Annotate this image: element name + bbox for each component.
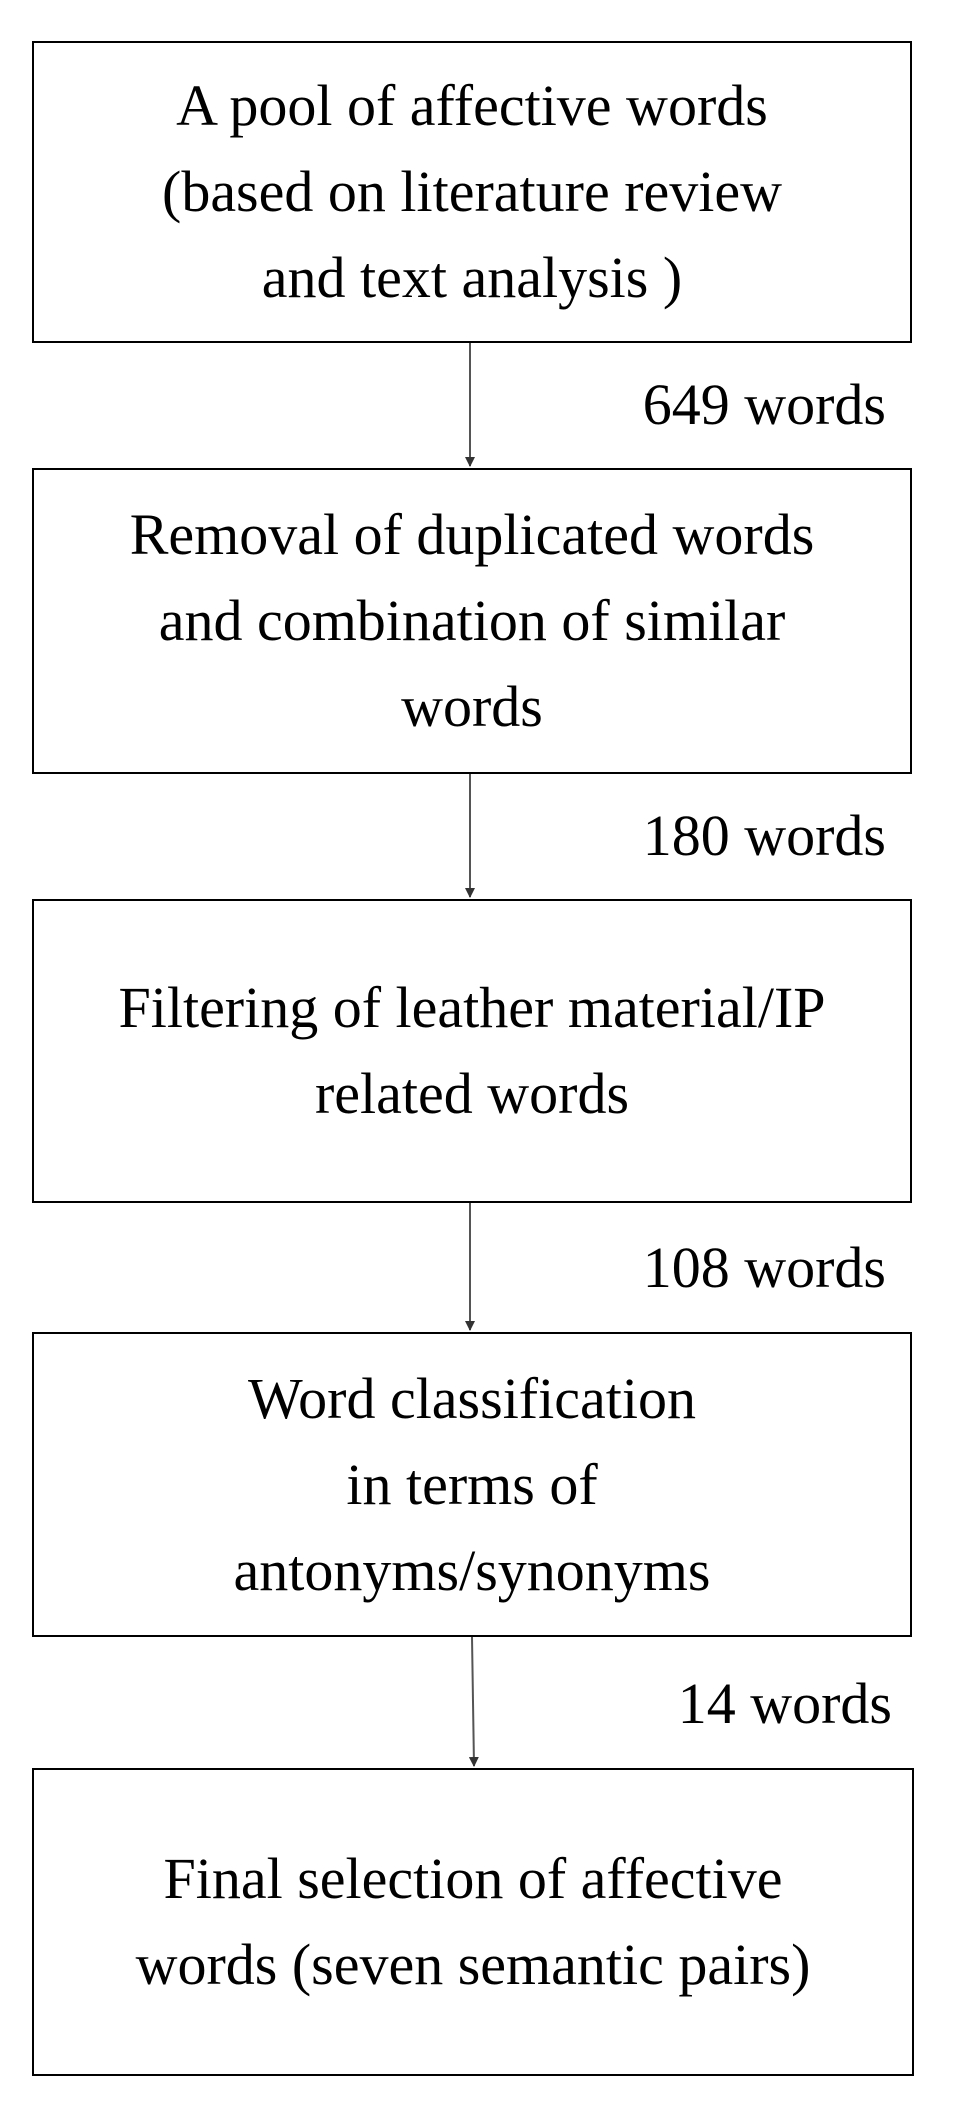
step-label-3: Filtering of leather material/IP related…: [118, 975, 826, 1126]
step-box-3: Filtering of leather material/IP related…: [32, 899, 912, 1203]
step-box-1: A pool of affective words (based on lite…: [32, 41, 912, 343]
step-label-1: A pool of affective words (based on lite…: [162, 73, 782, 310]
step-box-5: Final selection of affective words (seve…: [32, 1768, 914, 2076]
step-box-2: Removal of duplicated words and combinat…: [32, 468, 912, 774]
step-label-4: Word classification in terms of antonyms…: [233, 1365, 711, 1603]
arrow-4: [468, 1636, 479, 1767]
step-label-5: Final selection of affective words (seve…: [135, 1846, 811, 1997]
count-label-1: 649 words: [642, 372, 886, 437]
count-label-4: 14 words: [677, 1671, 892, 1736]
step-box-4: Word classification in terms of antonyms…: [32, 1332, 912, 1637]
step-label-2: Removal of duplicated words and combinat…: [129, 502, 815, 739]
count-label-3: 108 words: [642, 1235, 886, 1300]
count-label-2: 180 words: [642, 803, 886, 868]
